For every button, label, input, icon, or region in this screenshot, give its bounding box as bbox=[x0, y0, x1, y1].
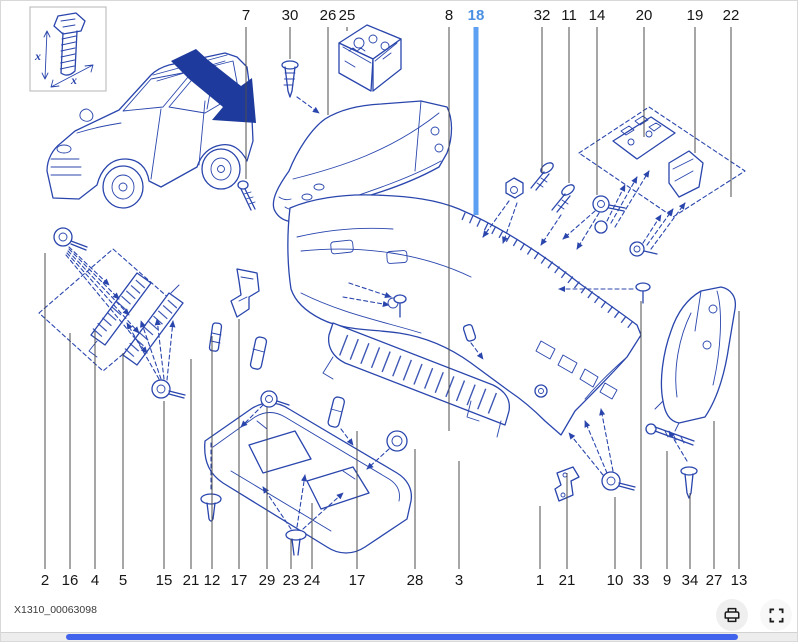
svg-text:x: x bbox=[70, 73, 77, 87]
dimension-inset: x x bbox=[29, 6, 107, 92]
callout-33[interactable]: 33 bbox=[632, 572, 650, 589]
callout-26[interactable]: 26 bbox=[319, 7, 337, 24]
callout-11[interactable]: 11 bbox=[561, 7, 577, 24]
callout-21[interactable]: 21 bbox=[558, 572, 576, 589]
callout-17[interactable]: 17 bbox=[348, 572, 366, 589]
callout-4[interactable]: 4 bbox=[90, 572, 100, 589]
callout-28[interactable]: 28 bbox=[406, 572, 424, 589]
callout-7[interactable]: 7 bbox=[241, 7, 251, 24]
figure-code: X1310_00063098 bbox=[14, 604, 97, 616]
horizontal-scrollbar-thumb[interactable] bbox=[66, 634, 738, 640]
nut-32 bbox=[482, 177, 524, 244]
callout-18[interactable]: 18 bbox=[467, 7, 485, 24]
print-icon bbox=[724, 607, 740, 623]
clip-21-left bbox=[249, 336, 268, 370]
fullscreen-button[interactable] bbox=[760, 599, 792, 631]
fastener-kit-box bbox=[338, 24, 402, 92]
side-bracket-17 bbox=[230, 268, 260, 318]
bolt-center bbox=[342, 282, 407, 318]
bolt-10 bbox=[568, 408, 636, 491]
callout-20[interactable]: 20 bbox=[635, 7, 653, 24]
clip-34 bbox=[668, 430, 698, 499]
horizontal-scrollbar-track[interactable] bbox=[1, 632, 797, 641]
nut-28 bbox=[366, 430, 408, 470]
callout-21[interactable]: 21 bbox=[182, 572, 200, 589]
clip-17b bbox=[327, 396, 354, 446]
skid-plate bbox=[204, 402, 413, 554]
bumper-cover bbox=[287, 194, 642, 436]
callout-2[interactable]: 2 bbox=[40, 572, 50, 589]
screw-7 bbox=[237, 180, 256, 211]
callout-30[interactable]: 30 bbox=[281, 7, 299, 24]
screw-15 bbox=[126, 318, 186, 399]
sensor-bracket-group bbox=[578, 106, 746, 218]
clip-holder bbox=[462, 323, 484, 360]
callout-3[interactable]: 3 bbox=[454, 572, 464, 589]
bolt-mid bbox=[534, 384, 548, 398]
callout-16[interactable]: 16 bbox=[61, 572, 79, 589]
callout-29[interactable]: 29 bbox=[258, 572, 276, 589]
callout-15[interactable]: 15 bbox=[155, 572, 173, 589]
bolt-21 bbox=[200, 442, 222, 522]
left-bracket-group bbox=[38, 248, 184, 372]
callout-13[interactable]: 13 bbox=[730, 572, 748, 589]
callout-32[interactable]: 32 bbox=[533, 7, 551, 24]
callout-17[interactable]: 17 bbox=[230, 572, 248, 589]
washer-screw-14 bbox=[562, 195, 626, 250]
screw-2 bbox=[53, 227, 148, 354]
clip-30 bbox=[281, 60, 320, 114]
exploded-view-diagram: x x bbox=[29, 6, 746, 556]
bolt-33 bbox=[558, 282, 651, 304]
callout-10[interactable]: 10 bbox=[606, 572, 624, 589]
callout-19[interactable]: 19 bbox=[686, 7, 704, 24]
fullscreen-icon bbox=[769, 608, 783, 622]
callout-9[interactable]: 9 bbox=[662, 572, 672, 589]
bolt-23 bbox=[262, 474, 344, 556]
callout-1[interactable]: 1 bbox=[535, 572, 545, 589]
callout-8[interactable]: 8 bbox=[444, 7, 454, 24]
screw-dimension-icon: x x bbox=[34, 12, 94, 88]
locator-arrow bbox=[171, 49, 256, 123]
nut-29 bbox=[240, 390, 290, 428]
callout-25[interactable]: 25 bbox=[338, 7, 356, 24]
callout-12[interactable]: 12 bbox=[203, 572, 221, 589]
callout-22[interactable]: 22 bbox=[722, 7, 740, 24]
sensor-screw-a bbox=[594, 170, 650, 234]
push-screw-32 bbox=[530, 162, 554, 191]
corner-bracket-right bbox=[654, 286, 737, 432]
sensor-screw-b bbox=[629, 202, 686, 257]
callout-27[interactable]: 27 bbox=[705, 572, 723, 589]
print-button[interactable] bbox=[716, 599, 748, 631]
callout-24[interactable]: 24 bbox=[303, 572, 321, 589]
callout-34[interactable]: 34 bbox=[681, 572, 699, 589]
vehicle-illustration bbox=[46, 49, 256, 209]
push-screw-11 bbox=[540, 184, 575, 246]
callout-14[interactable]: 14 bbox=[588, 7, 606, 24]
leader-lines bbox=[44, 27, 740, 569]
callout-23[interactable]: 23 bbox=[282, 572, 300, 589]
callout-5[interactable]: 5 bbox=[118, 572, 128, 589]
impact-beam bbox=[322, 322, 511, 438]
upper-trim-panel bbox=[272, 100, 453, 252]
svg-text:x: x bbox=[34, 49, 41, 63]
